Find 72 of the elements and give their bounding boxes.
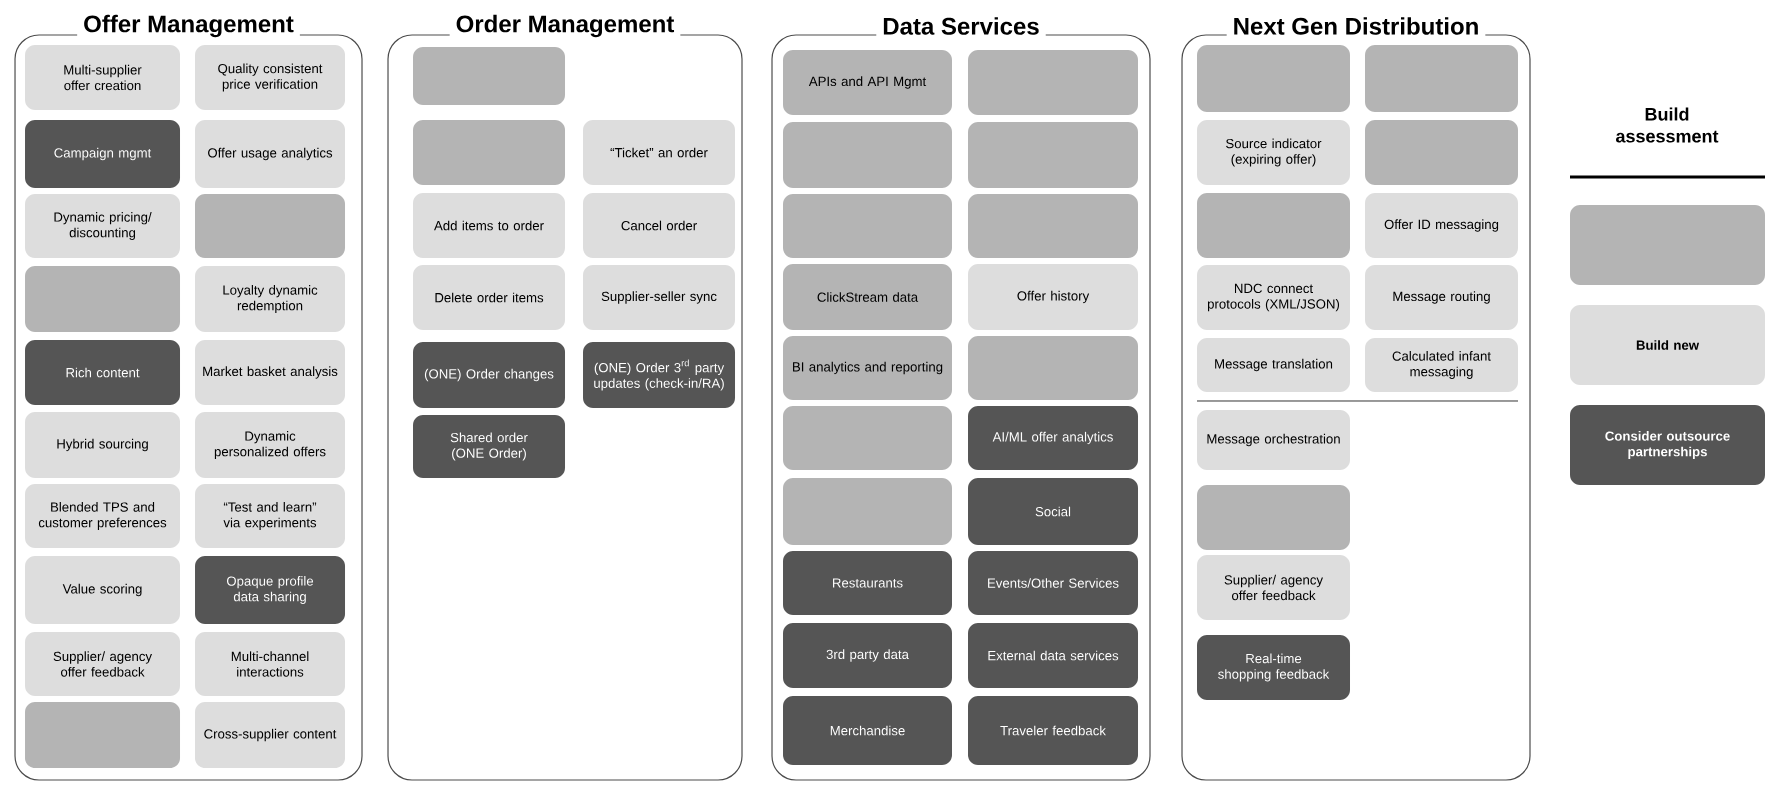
blank-box [1365,45,1518,112]
process-box: Restaurants [783,551,952,615]
process-box: Message translation [1197,338,1350,392]
blank-box [413,120,565,185]
process-box: Message routing [1365,265,1518,330]
process-box: Rich content [25,340,180,405]
process-box: Real-time shopping feedback [1197,635,1350,700]
process-box: Delete order items [413,265,565,330]
blank-box [968,122,1138,188]
process-box: Supplier-seller sync [583,265,735,330]
process-box: Market basket analysis [195,340,345,405]
blank-box [968,336,1138,400]
process-box: Multi-supplier offer creation [25,45,180,110]
blank-box [783,122,952,188]
process-box: Traveler feedback [968,696,1138,765]
process-box: Dynamic personalized offers [195,412,345,478]
process-box: Shared order (ONE Order) [413,415,565,478]
process-box: Value scoring [25,556,180,624]
process-box: Events/Other Services [968,551,1138,615]
node-label: Next Gen Distribution [1234,17,1478,35]
node-label: Data Services [883,17,1039,35]
process-box: Source indicator (expiring offer) [1197,120,1350,185]
process-box: Supplier/ agency offer feedback [1197,555,1350,620]
blank-box [195,194,345,258]
process-box: External data services [968,623,1138,688]
process-box: (ONE) Order changes [413,342,565,408]
process-box: “Ticket” an order [583,120,735,185]
process-box: Message orchestration [1197,410,1350,470]
blank-box [783,478,952,545]
process-box: AI/ML offer analytics [968,406,1138,470]
process-box: Dynamic pricing/ discounting [25,194,180,258]
process-box: Supplier/ agency offer feedback [25,632,180,696]
process-box: Quality consistent price verification [195,45,345,110]
blank-box [1197,485,1350,550]
blank-box [1365,120,1518,185]
process-box: Offer usage analytics [195,120,345,188]
process-box: Multi-channel interactions [195,632,345,696]
process-box: Social [968,478,1138,545]
blank-box [1197,193,1350,258]
process-box: (ONE) Order 3$^{rd}$ party updates (check-in/RA) [583,342,735,408]
process-box: Merchandise [783,696,952,765]
process-box: Cancel order [583,193,735,258]
process-box: Consider outsource partnerships [1570,405,1765,485]
blank-box [1570,205,1765,285]
process-box: Build new [1570,305,1765,385]
process-box: ClickStream data [783,264,952,330]
process-box: Cross-supplier content [195,702,345,768]
process-box: 3rd party data [783,623,952,688]
process-box: APIs and API Mgmt [783,50,952,115]
process-box: Offer history [968,264,1138,330]
blank-box [25,266,180,332]
blank-box [25,702,180,768]
process-box: Calculated infant messaging [1365,338,1518,392]
blank-box [1197,45,1350,112]
process-box: Blended TPS and customer preferences [25,484,180,548]
node-label: Offer Management [84,14,294,38]
process-box: Add items to order [413,193,565,258]
node-label: Order Management [456,14,675,38]
process-box: “Test and learn” via experiments [195,484,345,548]
blank-box [968,50,1138,115]
blank-box [968,194,1138,258]
heading: Build assessment [1616,107,1719,143]
process-box: NDC connect protocols (XML/JSON) [1197,265,1350,330]
process-box: BI analytics and reporting [783,336,952,400]
process-box: Loyalty dynamic redemption [195,266,345,332]
process-box: Hybrid sourcing [25,412,180,478]
process-box: Campaign mgmt [25,120,180,188]
blank-box [783,194,952,258]
process-box: Offer ID messaging [1365,193,1518,258]
process-box: Opaque profile data sharing [195,556,345,624]
blank-box [783,406,952,470]
blank-box [413,47,565,105]
